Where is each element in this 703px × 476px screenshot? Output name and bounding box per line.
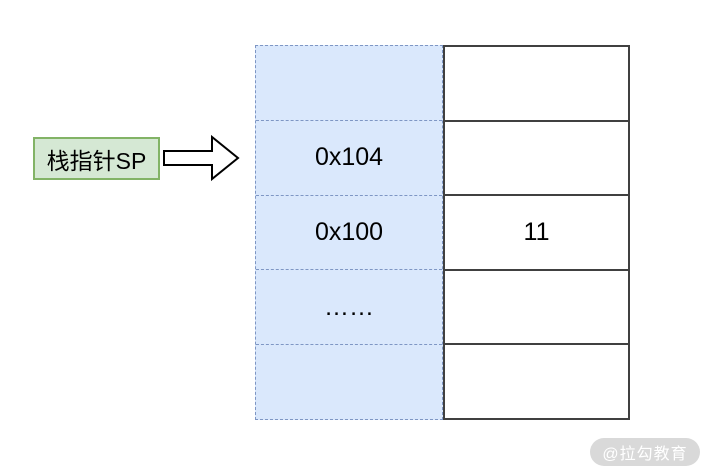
block-arrow-right-icon [160,134,240,182]
address-cell: 0x104 [256,119,442,195]
address-cell [256,344,442,419]
stack-pointer-label: 栈指针SP [33,137,160,180]
address-cell: 0x100 [256,194,442,270]
value-cell [445,47,628,120]
value-cell [445,119,628,195]
value-column: 11 [443,45,630,420]
value-cell [445,268,628,344]
watermark-badge: @拉勾教育 [590,438,700,466]
address-cell: …… [256,269,442,344]
address-cell [256,46,442,120]
value-cell: 11 [445,194,628,269]
value-cell [445,343,628,418]
address-column: 0x104 0x100 …… [255,45,443,420]
